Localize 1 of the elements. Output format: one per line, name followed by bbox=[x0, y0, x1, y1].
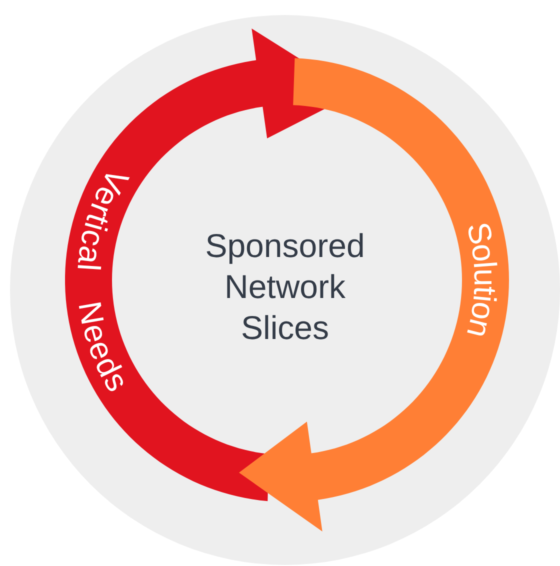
center-label: Sponsored Network Slices bbox=[204, 226, 366, 348]
